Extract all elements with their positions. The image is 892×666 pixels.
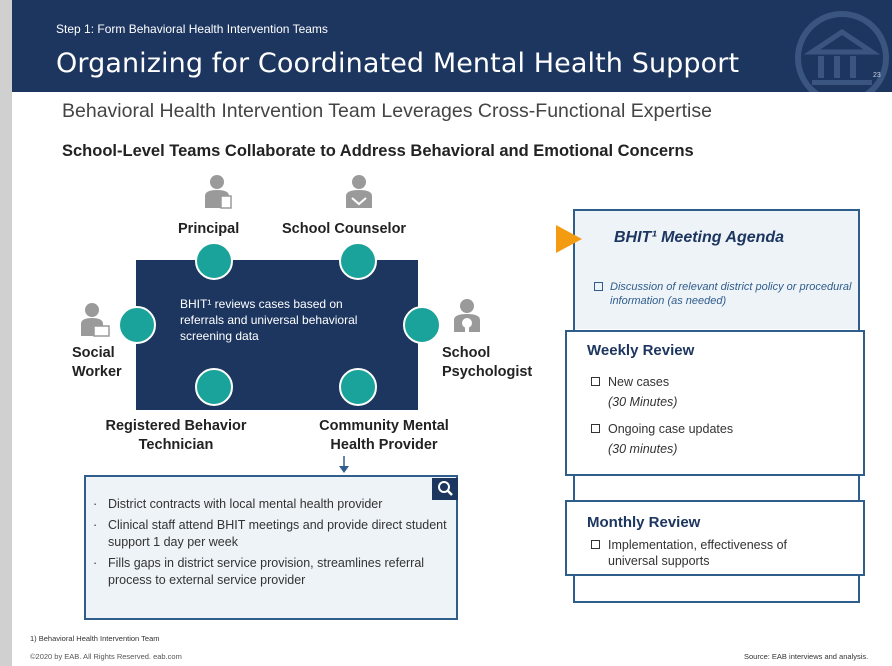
role-school-counselor: School Counselor xyxy=(282,221,407,237)
page-title: Organizing for Coordinated Mental Health… xyxy=(56,48,740,79)
slide: Step 1: Form Behavioral Health Intervent… xyxy=(12,0,892,666)
monthly-review-box: Monthly Review Implementation, effective… xyxy=(565,500,865,576)
role-social-worker: Social Worker xyxy=(72,345,122,380)
role-community-provider: Community Mental Health Provider xyxy=(319,418,449,453)
psychologist-node xyxy=(403,306,441,344)
section-heading: School-Level Teams Collaborate to Addres… xyxy=(62,142,694,160)
eab-logo-icon xyxy=(795,11,889,92)
search-icon xyxy=(438,481,453,496)
monthly-review-title: Monthly Review xyxy=(587,514,701,531)
checkbox-icon xyxy=(594,282,603,291)
psychologist-icon xyxy=(454,299,480,332)
copyright: ©2020 by EAB. All Rights Reserved. eab.c… xyxy=(30,652,182,661)
list-item: District contracts with local mental hea… xyxy=(90,496,450,513)
social-worker-icon xyxy=(81,303,110,337)
behavior-technician-node xyxy=(195,368,233,406)
checkbox-icon xyxy=(591,377,600,386)
monthly-item: Implementation, effectiveness of univers… xyxy=(591,537,851,571)
footnote: 1) Behavioral Health Intervention Team xyxy=(30,634,160,643)
weekly-item-new-cases: New cases (30 Minutes) xyxy=(591,374,851,414)
search-icon-button[interactable] xyxy=(432,478,458,500)
team-center-text: BHIT¹ reviews cases based on referrals a… xyxy=(180,297,358,343)
provider-details-list: District contracts with local mental hea… xyxy=(90,496,450,593)
principal-icon xyxy=(205,175,232,209)
counselor-node xyxy=(339,242,377,280)
role-behavior-technician: Registered Behavior Technician xyxy=(105,418,247,453)
counselor-icon xyxy=(346,175,372,208)
checkbox-icon xyxy=(591,540,600,549)
role-principal: Principal xyxy=(178,221,240,237)
page-number: 23 xyxy=(873,72,881,79)
agenda-title: BHIT¹ Meeting Agenda xyxy=(614,229,785,246)
provider-node xyxy=(339,368,377,406)
role-school-psychologist: School Psychologist xyxy=(442,345,533,380)
principal-node xyxy=(195,242,233,280)
source-note: Source: EAB interviews and analysis. xyxy=(744,652,869,661)
social-worker-node xyxy=(118,306,156,344)
agenda-header xyxy=(575,211,858,329)
step-label: Step 1: Form Behavioral Health Intervent… xyxy=(56,22,328,36)
down-arrow-icon xyxy=(339,456,349,473)
weekly-item-ongoing: Ongoing case updates (30 minutes) xyxy=(591,421,851,461)
weekly-review-box: Weekly Review New cases (30 Minutes) Ong… xyxy=(565,330,865,476)
arrow-right-icon xyxy=(556,225,582,253)
list-item: Clinical staff attend BHIT meetings and … xyxy=(90,517,450,551)
weekly-review-title: Weekly Review xyxy=(587,342,695,359)
list-item: Fills gaps in district service provision… xyxy=(90,555,450,589)
subtitle: Behavioral Health Intervention Team Leve… xyxy=(62,100,712,122)
slide-header: Step 1: Form Behavioral Health Intervent… xyxy=(12,0,892,92)
checkbox-icon xyxy=(591,424,600,433)
